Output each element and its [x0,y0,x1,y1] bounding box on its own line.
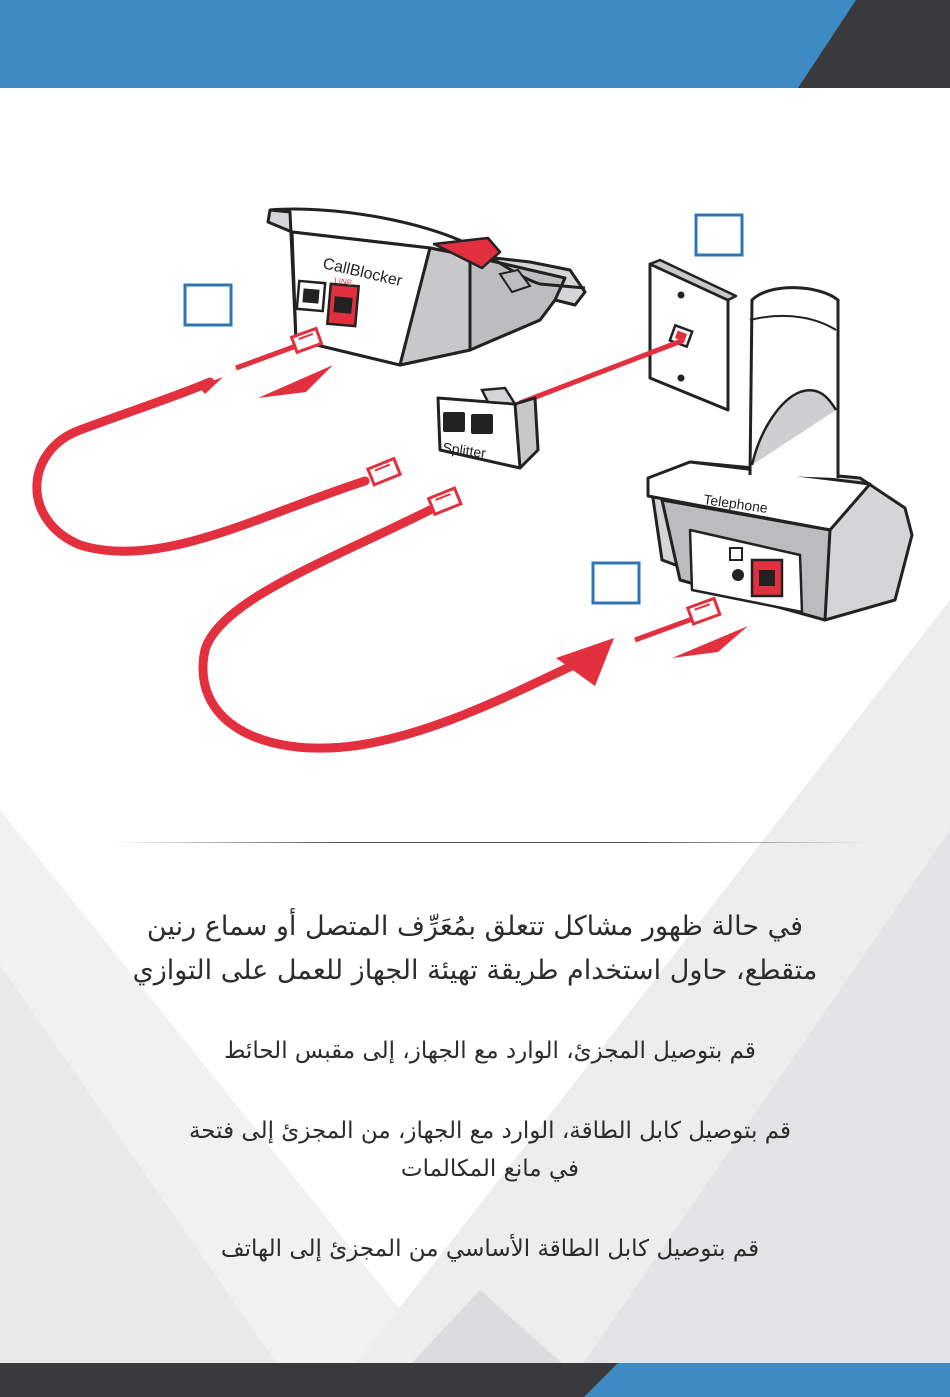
intro-line-2: متقطع، حاول استخدام طريقة تهيئة الجهاز ل… [132,955,818,986]
step-1-text: قم بتوصيل المجزئ، الوارد مع الجهاز، إلى … [100,1032,880,1070]
telephone: Telephone [646,286,914,622]
bg-facet-right-shade [560,830,950,1397]
arrow-to-telephone-1 [556,638,614,686]
step-2-text: قم بتوصيل كابل الطاقة، الوارد مع الجهاز،… [100,1112,880,1188]
line-label: LINE [334,276,353,287]
step-box-telephone [591,561,641,605]
arrow-to-callblocker-2 [258,365,333,398]
splitter-label: Splitter [442,439,488,461]
step-2-line-2: في مانع المكالمات [400,1156,580,1182]
arrow-to-telephone-2 [672,626,748,658]
header-corner [798,0,950,88]
cable-loop-callblocker [32,377,370,556]
step-3-text: قم بتوصيل كابل الطاقة الأساسي من المجزئ … [100,1230,880,1268]
section-divider [110,842,870,843]
callblocker-device: CallBlocker LINE [266,207,587,367]
footer-corner [584,1363,950,1397]
rj11-plug-loop1 [365,456,403,487]
arrow-to-callblocker-1 [198,377,223,394]
rj11-plug-callblocker [289,326,324,355]
intro-text: في حالة ظهور مشاكل تتعلق بمُعَرِّف المتص… [50,905,900,993]
step-box-callblocker [183,283,233,327]
intro-line-1: في حالة ظهور مشاكل تتعلق بمُعَرِّف المتص… [146,911,804,942]
step-3-line: قم بتوصيل كابل الطاقة الأساسي من المجزئ … [220,1236,760,1262]
bg-facet-left-shade [0,965,300,1397]
cable-splitter-to-wall [519,337,685,406]
rj11-plug-loop2 [426,486,463,517]
splitter: Splitter [436,386,540,470]
step-box-wall-jack [694,213,744,257]
header-bar [0,0,950,88]
rj11-plug-telephone [685,596,722,626]
step-1-line: قم بتوصيل المجزئ، الوارد مع الجهاز، إلى … [224,1038,756,1064]
wall-jack [648,258,738,412]
cable-loop-telephone [198,505,585,753]
step-2-line-1: قم بتوصيل كابل الطاقة، الوارد مع الجهاز،… [188,1118,792,1144]
